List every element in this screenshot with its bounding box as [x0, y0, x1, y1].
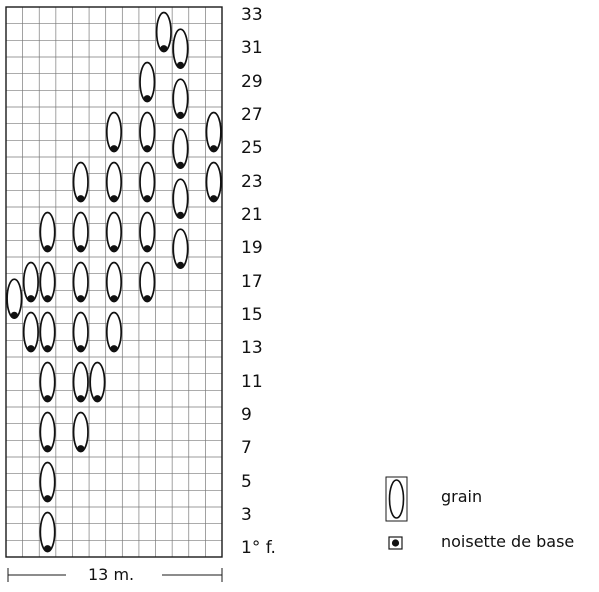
legend-grain-icon: [388, 479, 405, 519]
base-stitch-dot: [110, 345, 118, 353]
row-label: 21: [241, 204, 263, 225]
row-label: 31: [241, 38, 263, 59]
chart-border: [5, 6, 223, 558]
row-label: 33: [241, 4, 263, 25]
row-label: 11: [241, 371, 263, 392]
row-label: 5: [241, 471, 252, 492]
row-label: 13: [241, 338, 263, 359]
row-label: 7: [241, 438, 252, 459]
legend-grain-label: grain: [441, 487, 483, 506]
row-label: 9: [241, 404, 252, 425]
base-stitch-dot: [43, 445, 52, 453]
base-stitch-dot: [176, 211, 185, 219]
base-stitch-dot: [77, 445, 85, 453]
base-stitch-dot: [176, 61, 185, 69]
base-stitch-dot: [43, 245, 52, 253]
base-stitch-dot: [27, 345, 35, 353]
base-stitch-dot: [77, 395, 85, 403]
base-stitch-dot: [210, 145, 218, 153]
base-stitch-dot: [143, 95, 151, 103]
base-stitch-dot: [43, 295, 52, 303]
base-stitch-dot: [77, 295, 85, 303]
base-stitch-dot: [77, 345, 85, 353]
base-stitch-dot: [143, 145, 151, 153]
base-stitch-dot: [43, 345, 52, 353]
base-stitch-dot: [143, 245, 151, 253]
base-stitch-dot: [176, 161, 185, 169]
base-stitch-dot: [160, 45, 168, 53]
row-label: 15: [241, 304, 263, 325]
base-stitch-dot: [110, 295, 118, 303]
row-label: 23: [241, 171, 263, 192]
base-stitch-dot: [110, 245, 118, 253]
base-stitch-dot: [143, 295, 151, 303]
base-stitch-dot: [143, 195, 151, 203]
base-stitch-dot: [176, 261, 185, 269]
base-stitch-dot: [77, 245, 85, 253]
base-stitch-dot: [43, 545, 52, 553]
stitch-count-label: 13 m.: [88, 565, 135, 584]
row-label: 17: [241, 271, 263, 292]
row-label: 27: [241, 104, 263, 125]
row-label: 1° f.: [241, 538, 276, 559]
base-stitch-dot: [176, 111, 185, 119]
base-stitch-dot: [77, 195, 85, 203]
base-stitch-dot: [110, 145, 118, 153]
legend-base-icon: [391, 539, 400, 547]
row-label: 19: [241, 238, 263, 259]
row-label: 29: [241, 71, 263, 92]
base-stitch-dot: [210, 195, 218, 203]
base-stitch-dot: [110, 195, 118, 203]
row-label: 3: [241, 504, 252, 525]
legend-base-label: noisette de base: [441, 532, 575, 551]
base-stitch-dot: [43, 495, 52, 503]
base-stitch-dot: [93, 395, 101, 403]
base-stitch-dot: [27, 295, 35, 303]
row-label: 25: [241, 138, 263, 159]
base-stitch-dot: [43, 395, 52, 403]
base-stitch-dot: [10, 311, 18, 319]
